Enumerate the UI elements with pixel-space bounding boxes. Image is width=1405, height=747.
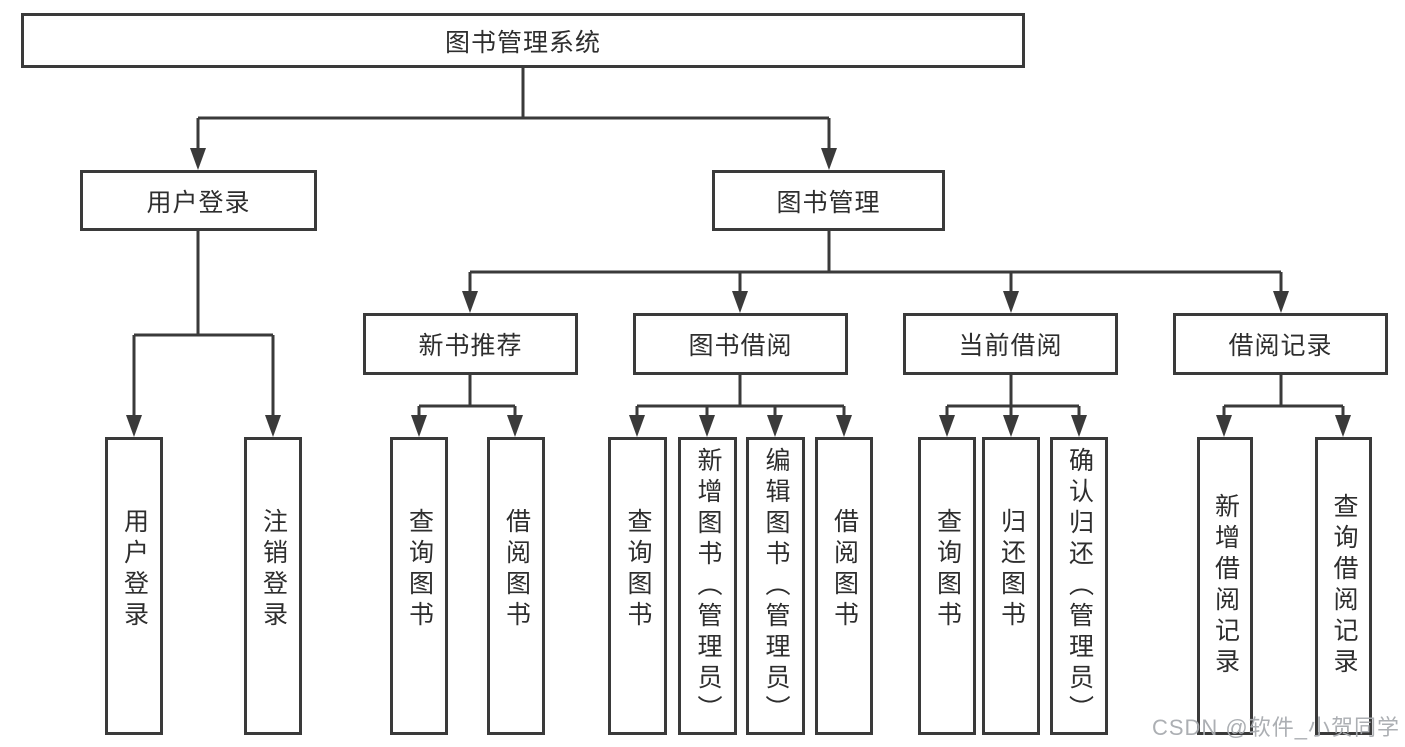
- leaf-label: 确认归还（管理员）: [1065, 446, 1094, 726]
- node-book-management: 图书管理: [712, 170, 945, 231]
- leaf-logout: 注销登录: [244, 437, 302, 735]
- leaf-label: 新增借阅记录: [1211, 493, 1240, 679]
- leaf-user-login: 用户登录: [105, 437, 163, 735]
- leaf-add-books-admin: 新增图书（管理员）: [678, 437, 737, 735]
- leaf-query-books-borrow: 查询图书: [608, 437, 667, 735]
- leaf-confirm-return-admin: 确认归还（管理员）: [1050, 437, 1108, 735]
- leaf-label: 归还图书: [997, 508, 1026, 632]
- node-book-borrowing: 图书借阅: [633, 313, 848, 375]
- leaf-query-books-current: 查询图书: [918, 437, 976, 735]
- node-library-management-system: 图书管理系统: [21, 13, 1025, 68]
- leaf-borrow-books-recommend: 借阅图书: [487, 437, 545, 735]
- leaf-label: 借阅图书: [502, 508, 531, 632]
- node-label: 新书推荐: [418, 332, 523, 360]
- leaf-query-books-recommend: 查询图书: [390, 437, 448, 735]
- leaf-borrow-books: 借阅图书: [815, 437, 873, 735]
- leaf-label: 新增图书（管理员）: [694, 446, 722, 726]
- leaf-edit-books-admin: 编辑图书（管理员）: [746, 437, 805, 735]
- connector-path: [132, 68, 1345, 421]
- leaf-label: 借阅图书: [830, 508, 859, 632]
- leaf-return-books: 归还图书: [982, 437, 1040, 735]
- node-current-borrowing: 当前借阅: [903, 313, 1118, 375]
- leaf-add-borrow-record: 新增借阅记录: [1197, 437, 1253, 735]
- leaf-label: 编辑图书（管理员）: [762, 446, 790, 726]
- node-borrowing-records: 借阅记录: [1173, 313, 1388, 375]
- leaf-label: 注销登录: [259, 508, 288, 632]
- leaf-label: 查询图书: [405, 508, 434, 632]
- node-label: 图书管理: [776, 188, 881, 217]
- leaf-label: 查询借阅记录: [1330, 493, 1358, 679]
- node-label: 用户登录: [146, 188, 251, 217]
- leaf-query-borrow-record: 查询借阅记录: [1315, 437, 1372, 735]
- node-label: 借阅记录: [1228, 332, 1333, 360]
- leaf-label: 用户登录: [120, 508, 149, 632]
- node-label: 图书借阅: [688, 332, 793, 360]
- node-label: 图书管理系统: [444, 28, 601, 57]
- leaf-label: 查询图书: [624, 508, 652, 632]
- leaf-label: 查询图书: [933, 508, 962, 632]
- watermark-text: CSDN @软件_小贺同学: [1151, 715, 1400, 740]
- node-user-login: 用户登录: [80, 170, 317, 231]
- node-label: 当前借阅: [958, 332, 1063, 360]
- node-new-book-recommendation: 新书推荐: [363, 313, 578, 375]
